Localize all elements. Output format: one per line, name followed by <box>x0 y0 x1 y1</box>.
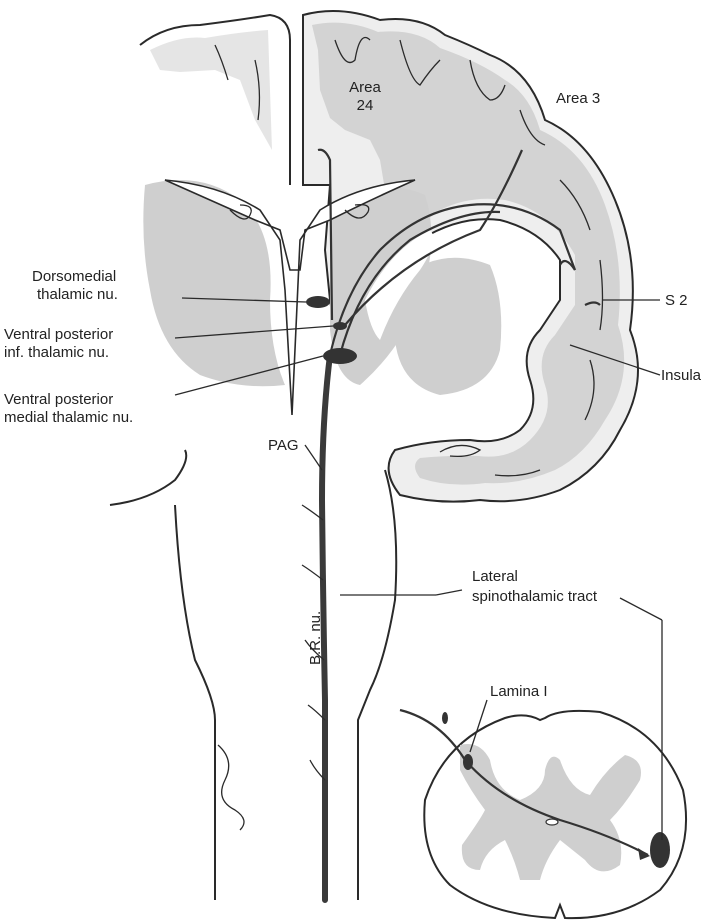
label-dorsomedial-line1: Dorsomedial <box>32 268 116 285</box>
label-s2: S 2 <box>665 292 688 309</box>
label-area3: Area 3 <box>556 90 600 107</box>
label-dorsomedial-line2: thalamic nu. <box>37 286 118 303</box>
label-lateral-tract-line2: spinothalamic tract <box>472 588 598 605</box>
labels: Area 24 Area 3 Dorsomedial thalamic nu. … <box>4 79 702 700</box>
dorsomedial-nucleus <box>306 296 330 308</box>
label-insula: Insula <box>661 367 702 384</box>
leader-lines <box>174 297 663 840</box>
label-vpi-line2: inf. thalamic nu. <box>4 344 109 361</box>
label-vpm-line2: medial thalamic nu. <box>4 409 133 426</box>
label-vpm-line1: Ventral posterior <box>4 391 113 408</box>
label-lateral-tract-line1: Lateral <box>472 568 518 585</box>
vpi-nucleus <box>333 322 347 330</box>
deep-gray-matter <box>143 179 502 458</box>
vpm-nucleus <box>323 348 357 364</box>
label-pag: PAG <box>268 437 299 454</box>
label-lamina-i: Lamina I <box>490 683 548 700</box>
spinal-cord-section <box>423 709 688 920</box>
brainstem <box>109 449 398 900</box>
label-area24-line1: Area <box>349 79 381 96</box>
spinothalamic-pathway <box>301 148 670 903</box>
label-vpi-line1: Ventral posterior <box>4 326 113 343</box>
cerebral-cortex <box>139 10 639 503</box>
label-br-nucleus: B.R. nu. <box>307 611 324 665</box>
label-area24-line2: 24 <box>357 97 374 114</box>
